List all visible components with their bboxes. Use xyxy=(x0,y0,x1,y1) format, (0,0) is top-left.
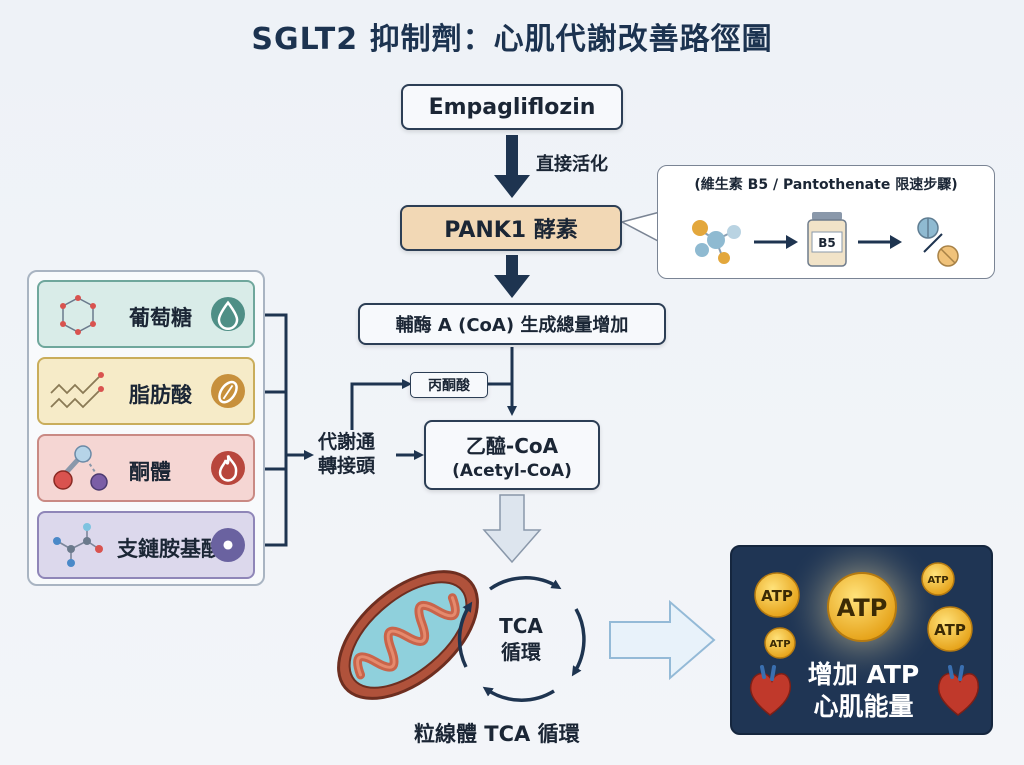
seed-icon xyxy=(211,374,245,408)
fuel-bracket xyxy=(258,313,314,547)
tca-cycle: TCA 循環 xyxy=(457,576,586,702)
activation-label: 直接活化 xyxy=(536,154,608,175)
acetyl-to-tca-arrow xyxy=(482,494,542,564)
fuel-label: 葡萄糖 xyxy=(129,306,192,330)
enzyme-to-coa-arrow xyxy=(494,255,530,298)
hub-label-line2: 轉接頭 xyxy=(318,455,376,477)
page-title: SGLT2 抑制劑：心肌代謝改善路徑圖 xyxy=(251,22,773,57)
result-line1: 增加 ATP xyxy=(807,660,920,689)
enzyme-box[interactable]: PANK1 酵素 xyxy=(400,205,622,251)
fuel-card[interactable]: 支鏈胺基酸 xyxy=(37,511,255,579)
tca-to-result-arrow xyxy=(609,599,716,681)
tca-center-line1: TCA xyxy=(499,614,543,638)
result-text: 增加 ATP 心肌能量 xyxy=(732,659,991,723)
fuel-card[interactable]: 脂肪酸 xyxy=(37,357,255,425)
fuel-molecule-icon xyxy=(53,523,103,567)
fuel-card[interactable]: 葡萄糖 xyxy=(37,280,255,348)
atp-coin-large-text: ATP xyxy=(837,594,888,622)
activation-arrow xyxy=(494,135,530,198)
fuel-label: 酮體 xyxy=(129,460,171,484)
pyruvate-box[interactable]: 丙酮酸 xyxy=(410,372,488,398)
fuel-label: 脂肪酸 xyxy=(129,383,192,407)
fuel-label: 支鏈胺基酸 xyxy=(117,537,222,561)
flame-icon xyxy=(211,451,245,485)
mitochondrion-illustration xyxy=(337,570,479,700)
fuel-card[interactable]: 酮體 xyxy=(37,434,255,502)
pyruvate-branch-line xyxy=(350,379,412,430)
enzyme-name: PANK1 酵素 xyxy=(444,218,578,243)
acetyl-coa-box[interactable]: 乙醯-CoA (Acetyl-CoA) xyxy=(424,420,600,490)
atp-coin-topright: ATP xyxy=(921,562,955,596)
heart-icon-left xyxy=(749,665,792,716)
atp-coin-right-text: ATP xyxy=(934,621,966,639)
atp-coin-left: ATP xyxy=(754,572,800,618)
pyruvate-label: 丙酮酸 xyxy=(428,378,470,394)
tca-center-line2: 循環 xyxy=(501,640,542,664)
atp-coin-right: ATP xyxy=(927,606,973,652)
molecule-icon xyxy=(211,528,245,562)
hub-label: 代謝通 轉接頭 xyxy=(318,430,375,478)
coa-label: 輔酶 A (CoA) 生成總量增加 xyxy=(395,315,629,336)
acetyl-coa-name: 乙醯-CoA xyxy=(465,433,559,458)
drug-name: Empagliflozin xyxy=(428,94,596,120)
result-panel: ATP ATP ATP ATP ATP xyxy=(730,545,993,735)
result-art: ATP ATP ATP ATP ATP xyxy=(749,547,980,716)
pill-capsule-icon xyxy=(917,217,959,267)
drop-icon xyxy=(211,297,245,331)
tca-arc-3 xyxy=(482,686,555,702)
atp-coin-topright-text: ATP xyxy=(927,575,948,586)
b5-note-text: (維生素 B5 / Pantothenate 限速步驟) xyxy=(694,177,958,193)
b5-bottle-label: B5 xyxy=(818,236,836,250)
hub-label-line1: 代謝通 xyxy=(318,431,376,453)
fuel-molecule-icon xyxy=(60,295,96,335)
drug-box[interactable]: Empagliflozin xyxy=(401,84,623,130)
atp-coin-small: ATP xyxy=(764,627,796,659)
mito-caption: 粒線體 TCA 循環 xyxy=(414,722,580,746)
fuel-molecule-icon xyxy=(53,445,108,491)
tca-arc-1 xyxy=(488,576,562,591)
b5-pathway-icons: B5 xyxy=(692,212,959,267)
atp-coin-large: ATP xyxy=(827,572,897,642)
heart-icon-right xyxy=(937,665,980,716)
fuels-panel: 葡萄糖脂肪酸酮體支鏈胺基酸 xyxy=(27,270,265,586)
b5-note-connector xyxy=(619,211,661,244)
atp-coin-small-text: ATP xyxy=(769,639,790,650)
tca-arc-4 xyxy=(457,601,473,668)
b5-note-box: (維生素 B5 / Pantothenate 限速步驟) B5 xyxy=(657,165,995,279)
coa-box[interactable]: 輔酶 A (CoA) 生成總量增加 xyxy=(358,303,666,345)
acetyl-coa-english: (Acetyl-CoA) xyxy=(452,460,572,481)
result-line2: 心肌能量 xyxy=(813,692,914,721)
atp-coin-left-text: ATP xyxy=(761,587,793,605)
fuel-molecule-icon xyxy=(50,372,104,409)
b5-bottle-icon: B5 xyxy=(807,212,847,267)
tca-arc-2 xyxy=(571,608,586,677)
molecule-cluster-icon xyxy=(692,220,741,264)
